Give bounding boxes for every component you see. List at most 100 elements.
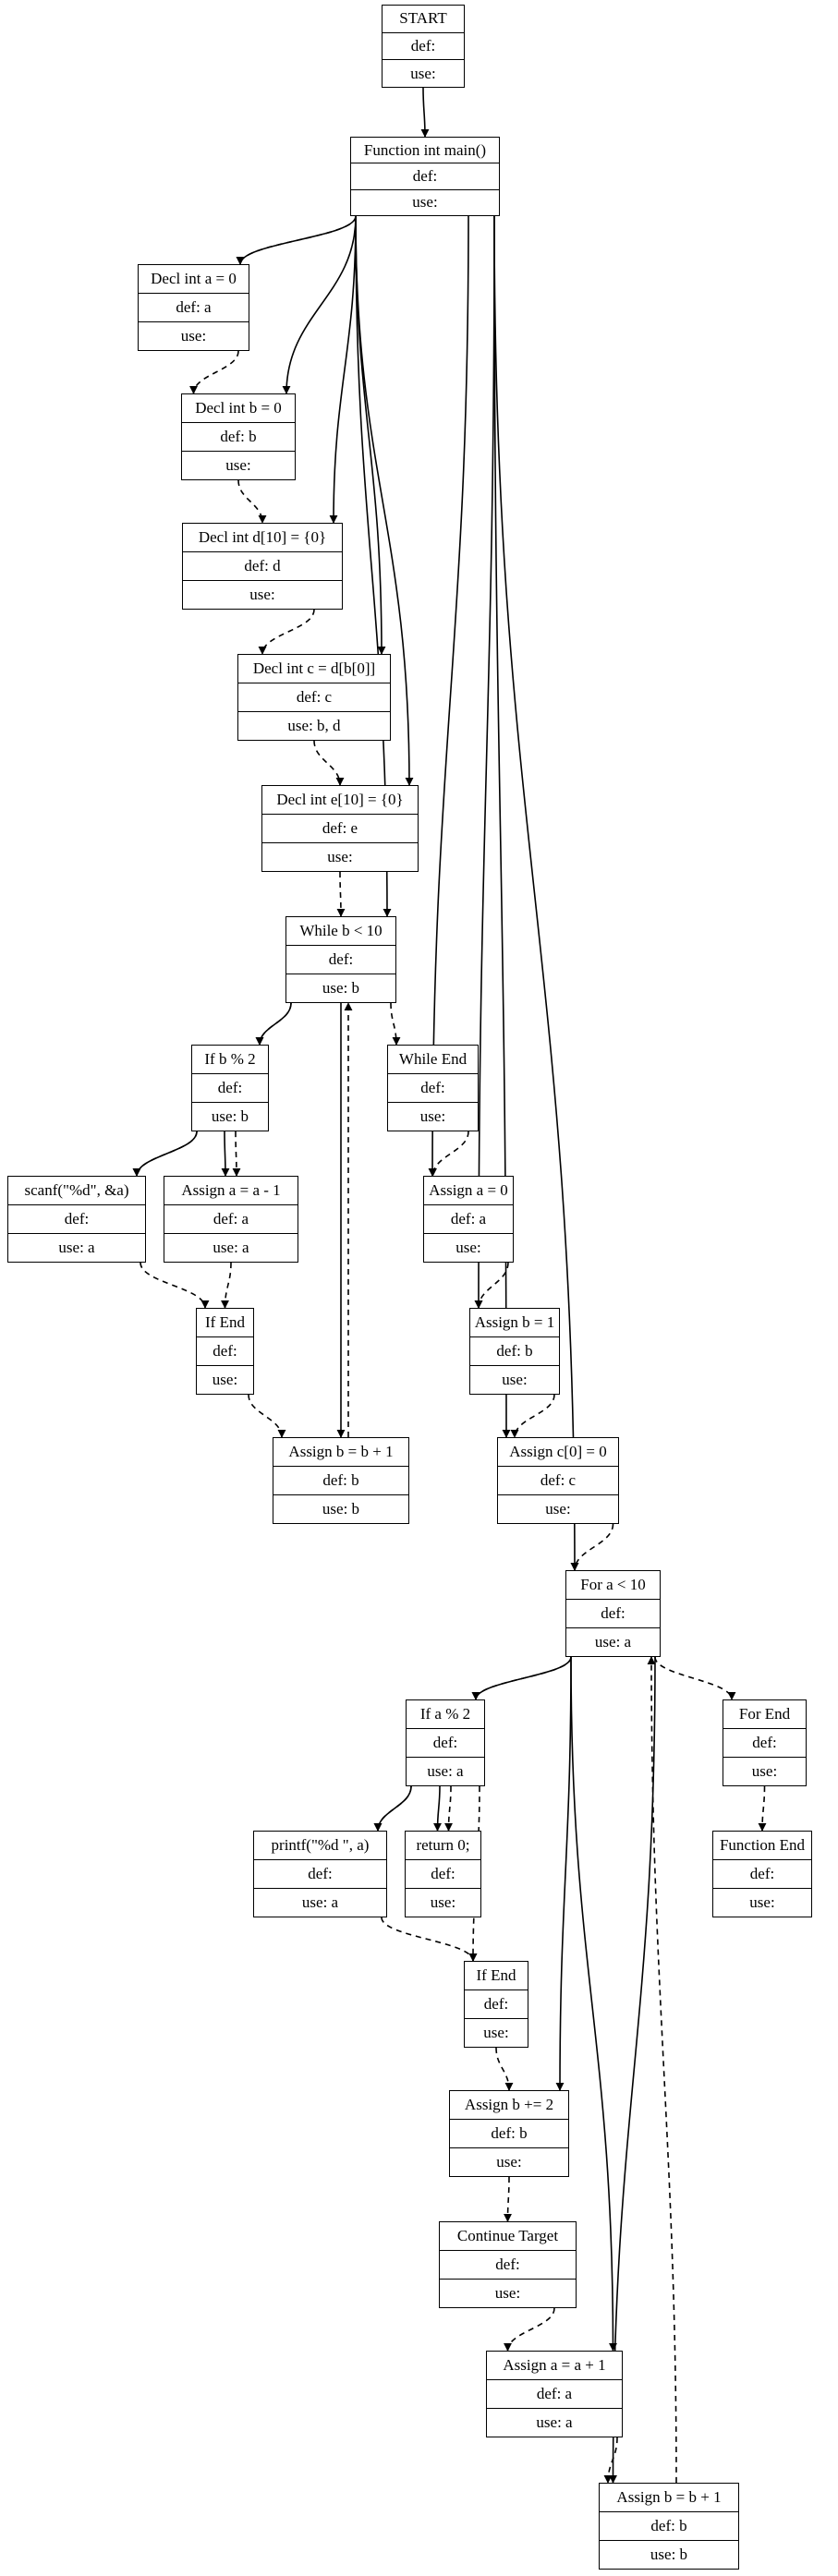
node-def: def: d: [183, 551, 342, 580]
node-def: def: b: [470, 1336, 559, 1365]
node-label: If a % 2: [419, 1705, 471, 1723]
cfg-edge-solid: [282, 215, 357, 394]
node-label: scanf("%d", &a): [24, 1181, 129, 1199]
cfg-edge-solid: [493, 215, 579, 1571]
cfg-edge-dashed: [390, 1002, 401, 1046]
cfg-node: Function int main() def:use:: [350, 137, 500, 216]
cfg-edge-dashed: [504, 2176, 513, 2222]
node-label: Assign b = b + 1: [288, 1443, 394, 1460]
cfg-node: If b % 2 def:use: b: [191, 1045, 269, 1131]
node-label: While End: [398, 1050, 468, 1068]
node-use: use:: [197, 1365, 253, 1394]
cfg-edge-dashed: [429, 1131, 469, 1177]
node-def: def: e: [262, 814, 418, 842]
node-use: use: b: [286, 974, 395, 1002]
node-use: use:: [351, 188, 499, 215]
node-label: Assign b += 2: [464, 2096, 554, 2113]
node-def: def:: [286, 945, 395, 974]
node-def: def:: [406, 1859, 480, 1888]
cfg-edge-dashed: [381, 1917, 478, 1962]
node-use: use:: [450, 2147, 568, 2176]
cfg-edge-solid: [329, 215, 357, 524]
node-label: Function int main(): [363, 140, 487, 159]
node-label: For End: [738, 1705, 791, 1723]
node-label: Assign b = b + 1: [616, 2488, 722, 2506]
node-label: Decl int a = 0: [151, 270, 237, 287]
node-label: Assign a = 0: [429, 1181, 508, 1199]
node-use: use: a: [407, 1757, 484, 1785]
node-use: use: a: [164, 1233, 298, 1262]
cfg-node: return 0;def:use:: [405, 1831, 481, 1917]
cfg-edge-dashed: [510, 1394, 555, 1438]
node-use: use: a: [566, 1627, 660, 1656]
node-def: def:: [383, 31, 464, 60]
cfg-edge-dashed: [758, 1785, 767, 1832]
node-label: printf("%d ", a): [271, 1836, 370, 1854]
node-use: use:: [183, 580, 342, 609]
cfg-edge-dashed: [232, 1131, 241, 1177]
cfg-edge-dashed: [132, 1131, 198, 1177]
cfg-edge-solid: [428, 215, 469, 1177]
node-use: use: a: [254, 1888, 386, 1917]
node-use: use:: [723, 1757, 806, 1785]
node-label: Assign a = a + 1: [503, 2356, 606, 2374]
cfg-edge-dashed: [504, 2307, 555, 2352]
cfg-node: scanf("%d", &a)def:use: a: [7, 1176, 146, 1263]
node-label: If b % 2: [204, 1050, 256, 1068]
node-use: use: b: [600, 2540, 738, 2569]
cfg-edge-dashed: [495, 2047, 514, 2091]
node-label: START: [399, 9, 447, 28]
cfg-edge-solid: [373, 1785, 412, 1832]
node-def: def:: [713, 1859, 811, 1888]
node-use: use:: [470, 1365, 559, 1394]
node-def: def:: [351, 163, 499, 188]
cfg-edge-dashed: [336, 871, 346, 917]
node-def: def:: [8, 1204, 145, 1233]
cfg-edge-solid: [255, 1002, 292, 1046]
node-def: def:: [465, 1989, 528, 2018]
node-label: If End: [205, 1313, 245, 1331]
cfg-edge-dashed: [189, 350, 239, 394]
cfg-edge-solid: [433, 1785, 443, 1832]
node-label: Decl int e[10] = {0}: [276, 791, 404, 808]
cfg-edge-dashed: [140, 1262, 210, 1309]
cfg-edge-dashed: [603, 2437, 618, 2484]
cfg-edge-dashed: [255, 1002, 292, 1046]
node-label: Decl int d[10] = {0}: [198, 528, 327, 546]
node-use: use:: [139, 321, 249, 350]
node-def: def: a: [139, 293, 249, 321]
cfg-edge-solid: [474, 215, 495, 1309]
node-def: def: b: [600, 2511, 738, 2540]
node-def: def:: [254, 1859, 386, 1888]
cfg-edge-dashed: [444, 1785, 454, 1832]
node-use: use:: [182, 451, 295, 479]
node-def: def:: [566, 1599, 660, 1627]
node-use: use:: [262, 842, 418, 871]
node-def: def:: [388, 1073, 478, 1102]
node-def: def: b: [450, 2119, 568, 2147]
node-def: def: a: [487, 2379, 622, 2408]
cfg-edge-dashed: [248, 1394, 286, 1438]
node-def: def:: [192, 1073, 268, 1102]
cfg-edge-solid: [420, 87, 430, 138]
node-use: use: b: [192, 1102, 268, 1131]
node-label: Decl int b = 0: [195, 399, 282, 417]
cfg-edge-solid: [555, 1656, 572, 2091]
node-def: def: c: [238, 683, 390, 711]
